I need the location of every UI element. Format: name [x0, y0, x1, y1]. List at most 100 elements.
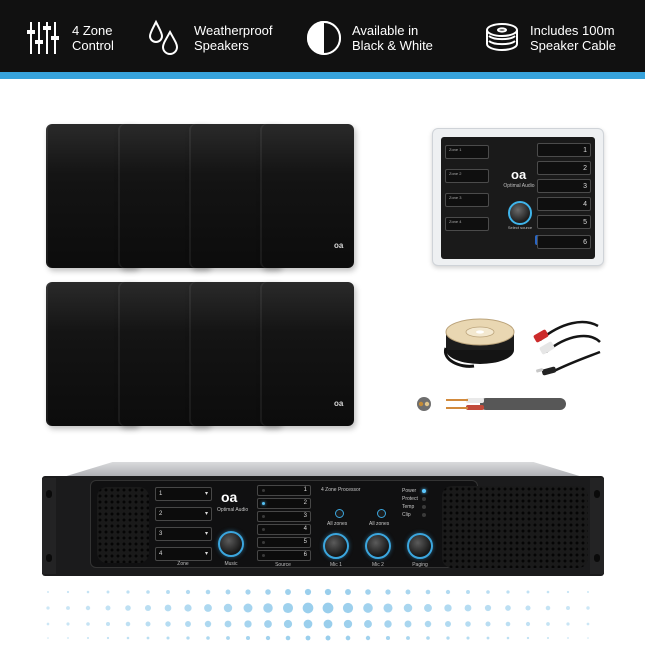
zone-label: Zone: [177, 561, 189, 567]
source-label: Source: [275, 562, 291, 568]
decorative-dot: [185, 621, 191, 627]
controller-zone-button[interactable]: Zone 3: [445, 193, 489, 207]
decorative-dot: [303, 619, 313, 629]
controller-source-button[interactable]: 3: [537, 179, 591, 193]
feature-line2: Black & White: [352, 38, 433, 53]
decorative-dot: [485, 621, 491, 627]
decorative-dot-pattern: [46, 588, 590, 641]
controller-zone-button[interactable]: Zone 2: [445, 169, 489, 183]
decorative-dot: [186, 636, 190, 640]
power-led: [422, 489, 426, 493]
controller-source-button[interactable]: 6: [537, 235, 591, 249]
decorative-dot: [105, 605, 111, 611]
speaker: oa: [260, 124, 354, 268]
controller-source-button[interactable]: 1: [537, 143, 591, 157]
decorative-dot: [383, 603, 393, 613]
decorative-dot: [405, 589, 411, 595]
decorative-dot: [85, 605, 91, 611]
feature-line1: Available in: [352, 23, 419, 38]
controller-zone-button[interactable]: Zone 4: [445, 217, 489, 231]
chevron-down-icon: ▾: [204, 511, 208, 517]
decorative-dot: [404, 620, 412, 628]
decorative-dot: [587, 591, 589, 593]
feature-line2: Control: [72, 38, 114, 53]
source-button-2[interactable]: 2: [257, 498, 311, 509]
source-button-3[interactable]: 3: [257, 511, 311, 522]
zone-button-2[interactable]: 2▾: [155, 507, 212, 521]
amp-grille-left: [97, 487, 149, 563]
decorative-dot: [305, 635, 311, 641]
decorative-dot: [587, 637, 589, 639]
source-button-1[interactable]: 1: [257, 485, 311, 496]
decorative-dot: [184, 604, 192, 612]
feature-weatherproof: Weatherproof Speakers: [146, 16, 294, 60]
decorative-dot: [245, 589, 251, 595]
decorative-dot: [67, 637, 69, 639]
decorative-dot: [486, 636, 490, 640]
decorative-dot: [546, 622, 550, 626]
decorative-dot: [165, 621, 171, 627]
music-volume-knob[interactable]: [218, 531, 244, 557]
controller-zone-button[interactable]: Zone 1: [445, 145, 489, 159]
source-button-5[interactable]: 5: [257, 537, 311, 548]
decorative-dot: [265, 589, 271, 595]
zone-button-4[interactable]: 4▾: [155, 547, 212, 561]
decorative-dot: [364, 620, 372, 628]
decorative-dot: [185, 589, 191, 595]
decorative-dot: [385, 589, 391, 595]
status-clip: Clip: [402, 512, 411, 518]
decorative-dot: [567, 637, 569, 639]
decorative-dot: [363, 603, 373, 613]
mic1-volume-knob[interactable]: [323, 533, 349, 559]
wall-controller: Zone 1 Zone 2 Zone 3 Zone 4 oa Optimal A…: [432, 128, 604, 266]
zone-processor-amplifier: 1▾ 2▾ 3▾ 4▾ Zone oa Optimal Audio Music …: [42, 462, 604, 582]
decorative-dot: [126, 590, 130, 594]
decorative-dot: [46, 622, 50, 626]
status-temp: Temp: [402, 504, 415, 510]
speaker-logo: oa: [334, 399, 344, 408]
decorative-dot: [384, 620, 392, 628]
paging-volume-knob[interactable]: [407, 533, 433, 559]
source-button-6[interactable]: 6: [257, 550, 311, 561]
zone-button-1[interactable]: 1▾: [155, 487, 212, 501]
decorative-dot: [345, 635, 351, 641]
zone-button-3[interactable]: 3▾: [155, 527, 212, 541]
decorative-dot: [325, 635, 331, 641]
controller-volume-knob[interactable]: [508, 201, 532, 225]
decorative-dot: [385, 635, 391, 641]
decorative-dot: [106, 636, 110, 640]
decorative-dot: [86, 590, 90, 594]
decorative-dot: [144, 604, 152, 612]
decorative-dot: [426, 636, 430, 640]
controller-source-button[interactable]: 2: [537, 161, 591, 175]
decorative-dot: [87, 637, 89, 639]
source-button-4[interactable]: 4: [257, 524, 311, 535]
decorative-dot: [47, 637, 49, 639]
decorative-dot: [506, 636, 510, 640]
water-drops-icon: [148, 19, 179, 55]
speaker-cable-section: [417, 397, 566, 411]
decorative-dot: [424, 604, 432, 612]
decorative-dot: [566, 590, 570, 594]
decorative-dot: [125, 621, 131, 627]
decorative-dot: [105, 621, 111, 627]
decorative-dot: [263, 603, 273, 613]
clip-led: [422, 513, 426, 517]
feature-line2: Speaker Cable: [530, 38, 616, 53]
decorative-dot: [464, 604, 472, 612]
controller-select-label: Select source: [507, 225, 533, 230]
all-zones-button-1[interactable]: [335, 509, 344, 518]
cable-reel-icon: [486, 23, 518, 51]
decorative-dot: [125, 605, 131, 611]
controller-source-button[interactable]: 4: [537, 197, 591, 211]
sliders-icon: [27, 22, 59, 54]
processor-title: 4 Zone Processor: [321, 487, 361, 493]
decorative-dot: [545, 605, 551, 611]
all-zones-label-1: All zones: [327, 521, 348, 527]
mic2-volume-knob[interactable]: [365, 533, 391, 559]
decorative-dot: [285, 589, 291, 595]
decorative-dot: [505, 621, 511, 627]
decorative-dot: [323, 619, 333, 629]
all-zones-button-2[interactable]: [377, 509, 386, 518]
controller-source-button[interactable]: 5: [537, 215, 591, 229]
